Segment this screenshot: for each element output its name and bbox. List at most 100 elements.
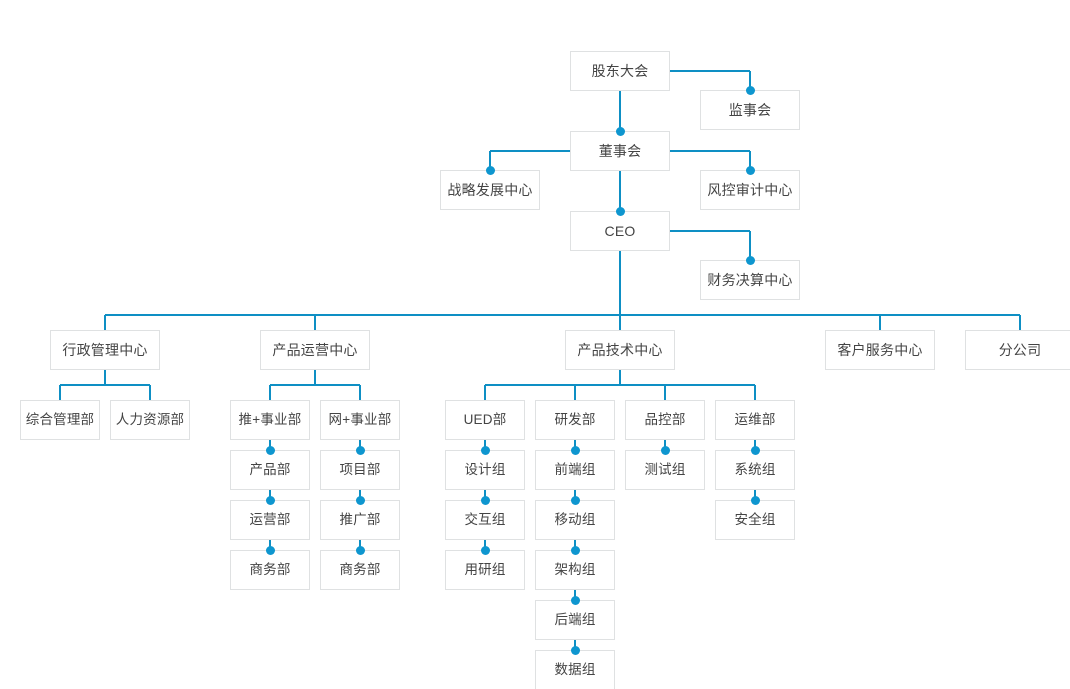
org-node-biz-dept-2[interactable]: 商务部 [320,550,400,590]
org-node-riskaudit[interactable]: 风控审计中心 [700,170,800,210]
connector-line-vertical [664,385,666,400]
connector-dot [265,545,275,555]
connector-line-vertical [269,490,271,500]
org-node-devops[interactable]: 运维部 [715,400,795,440]
org-node-board[interactable]: 董事会 [570,131,670,171]
org-node-supervisory[interactable]: 监事会 [700,90,800,130]
connector-dot [745,165,755,175]
org-node-general-mgmt[interactable]: 综合管理部 [20,400,100,440]
org-node-mobile-group[interactable]: 移动组 [535,500,615,540]
org-node-project-dept[interactable]: 项目部 [320,450,400,490]
connector-dot [615,126,625,136]
connector-line-vertical [59,385,61,400]
connector-line-vertical [489,151,491,170]
org-node-shareholders[interactable]: 股东大会 [570,51,670,91]
connector-line-vertical [484,440,486,450]
connector-line-horizontal [485,384,755,386]
org-node-backend-group[interactable]: 后端组 [535,600,615,640]
connector-line-horizontal [490,150,570,152]
connector-line-vertical [359,490,361,500]
connector-line-vertical [1019,315,1021,330]
connector-dot [745,255,755,265]
connector-dot [480,445,490,455]
connector-line-vertical [484,385,486,400]
connector-line-vertical [754,490,756,500]
connector-line-horizontal [670,230,750,232]
connector-line-vertical [314,370,316,385]
connector-line-vertical [104,315,106,330]
org-node-qc[interactable]: 品控部 [625,400,705,440]
org-node-test-group[interactable]: 测试组 [625,450,705,490]
org-node-ceo[interactable]: CEO [570,211,670,251]
org-node-security-group[interactable]: 安全组 [715,500,795,540]
org-node-research-group[interactable]: 用研组 [445,550,525,590]
connector-line-vertical [574,590,576,600]
connector-dot [660,445,670,455]
connector-line-vertical [619,251,621,315]
org-node-system-group[interactable]: 系统组 [715,450,795,490]
connector-dot [745,85,755,95]
connector-dot [750,495,760,505]
org-node-data-group[interactable]: 数据组 [535,650,615,689]
connector-line-vertical [484,540,486,550]
connector-dot [615,206,625,216]
org-node-prodtech[interactable]: 产品技术中心 [565,330,675,370]
org-node-customer[interactable]: 客户服务中心 [825,330,935,370]
connector-line-vertical [314,315,316,330]
connector-line-vertical [619,370,621,385]
connector-line-vertical [104,370,106,385]
connector-line-vertical [619,171,621,211]
connector-line-vertical [574,385,576,400]
org-node-ued[interactable]: UED部 [445,400,525,440]
org-node-admin[interactable]: 行政管理中心 [50,330,160,370]
connector-line-vertical [574,640,576,650]
connector-line-vertical [749,231,751,260]
connector-line-vertical [664,440,666,450]
org-node-wang-bu[interactable]: 网+事业部 [320,400,400,440]
connector-line-vertical [574,440,576,450]
org-node-rnd[interactable]: 研发部 [535,400,615,440]
connector-dot [265,445,275,455]
org-node-design-group[interactable]: 设计组 [445,450,525,490]
connector-dot [480,545,490,555]
connector-line-vertical [879,315,881,330]
connector-dot [750,445,760,455]
connector-dot [355,445,365,455]
connector-line-vertical [359,385,361,400]
connector-dot [485,165,495,175]
connector-line-horizontal [60,384,150,386]
connector-line-vertical [359,440,361,450]
connector-line-horizontal [670,70,750,72]
connector-line-vertical [269,440,271,450]
connector-line-vertical [749,151,751,170]
org-node-promo-dept[interactable]: 推广部 [320,500,400,540]
org-node-frontend-group[interactable]: 前端组 [535,450,615,490]
org-node-hr[interactable]: 人力资源部 [110,400,190,440]
connector-line-vertical [269,540,271,550]
org-node-branch[interactable]: 分公司 [965,330,1070,370]
connector-line-horizontal [670,150,750,152]
org-node-tui-bu[interactable]: 推+事业部 [230,400,310,440]
connector-dot [480,495,490,505]
connector-dot [570,645,580,655]
connector-line-vertical [359,540,361,550]
org-node-strategy[interactable]: 战略发展中心 [440,170,540,210]
connector-line-vertical [754,385,756,400]
connector-line-vertical [574,490,576,500]
connector-line-vertical [749,71,751,90]
org-node-ops-dept[interactable]: 运营部 [230,500,310,540]
connector-line-vertical [619,315,621,330]
connector-dot [355,545,365,555]
connector-dot [570,545,580,555]
connector-line-horizontal [270,384,360,386]
org-node-finance[interactable]: 财务决算中心 [700,260,800,300]
org-node-arch-group[interactable]: 架构组 [535,550,615,590]
org-node-product-dept[interactable]: 产品部 [230,450,310,490]
connector-line-vertical [484,490,486,500]
org-node-biz-dept-1[interactable]: 商务部 [230,550,310,590]
org-node-interaction-grp[interactable]: 交互组 [445,500,525,540]
connector-line-vertical [619,91,621,131]
connector-dot [355,495,365,505]
org-node-prodops[interactable]: 产品运营中心 [260,330,370,370]
